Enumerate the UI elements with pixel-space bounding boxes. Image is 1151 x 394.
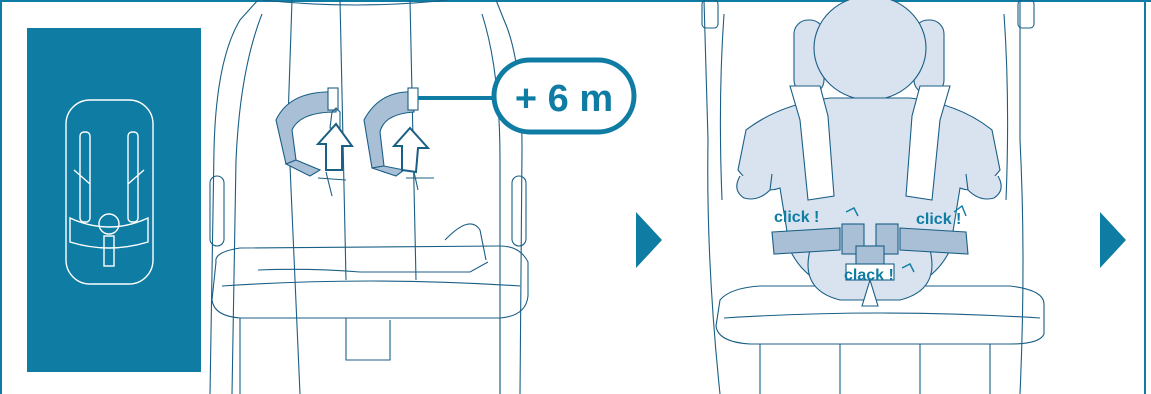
arrow-right-icon [1100, 212, 1126, 268]
seat-pad-panel [27, 28, 201, 372]
age-badge: + 6 m [418, 60, 634, 132]
clack-label: clack ! [844, 267, 894, 284]
click-label-left: click ! [774, 209, 819, 226]
stroller-seat-1 [210, 0, 528, 394]
click-label-right: click ! [916, 211, 961, 228]
arrow-right-icon [636, 212, 662, 268]
age-badge-label: + 6 m [515, 78, 613, 120]
